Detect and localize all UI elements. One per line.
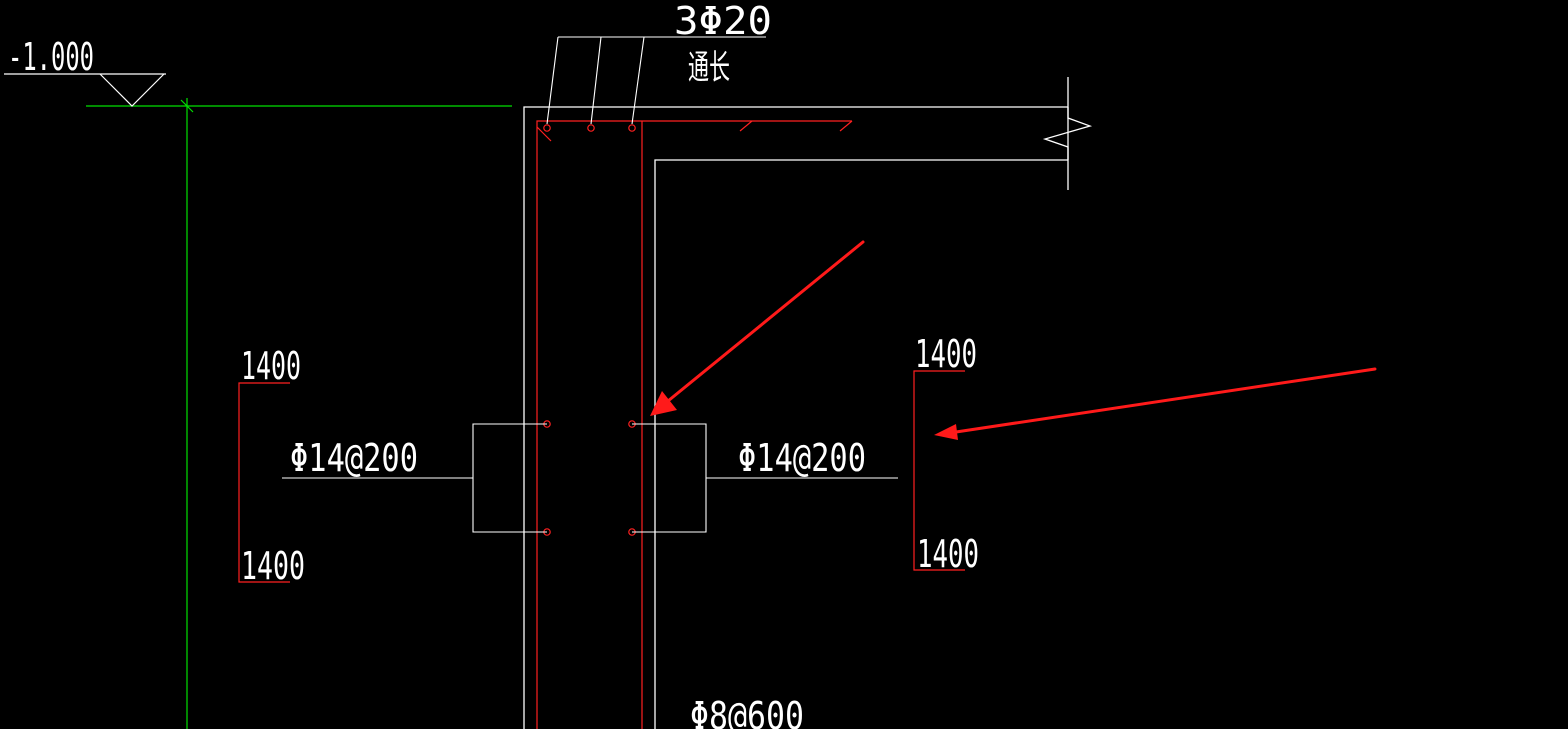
right-upper-extent: 1400 (915, 332, 977, 376)
left-leader (282, 423, 547, 533)
arrow-shaft (666, 240, 865, 403)
stirrup-label: Φ8@600 (690, 694, 804, 729)
top-rebar-note: 通长 (688, 48, 730, 88)
left-bracket-line (238, 382, 290, 583)
right-rebar-label: Φ14@200 (738, 436, 866, 480)
left-rebar-label: Φ14@200 (290, 436, 418, 480)
right-lower-extent: 1400 (917, 532, 979, 576)
wall-outline (523, 77, 1069, 729)
right-leader (632, 423, 898, 533)
ground-line (86, 98, 512, 729)
top-rebar-label: 3Φ20 (674, 0, 772, 43)
level-marker: -1.000 (4, 35, 166, 107)
annotation-arrow-left (650, 240, 865, 416)
arrow-head-icon (650, 391, 677, 416)
left-upper-extent: 1400 (241, 344, 301, 388)
right-rebar-callout: Φ14@200 (632, 423, 898, 533)
right-extent-bracket: 1400 1400 (913, 332, 979, 576)
annotation-arrow-right (934, 367, 1377, 440)
top-rebar-callout: 3Φ20 通长 (546, 0, 772, 125)
left-lower-extent: 1400 (241, 544, 305, 588)
arrow-head-icon (934, 424, 958, 440)
break-line-icon (1042, 107, 1093, 160)
rebar-lines (536, 120, 853, 729)
arrow-shaft (954, 367, 1377, 434)
left-rebar-callout: Φ14@200 (282, 423, 547, 533)
level-triangle-icon (4, 73, 166, 107)
left-extent-bracket: 1400 1400 (238, 344, 305, 588)
right-bracket-line (913, 370, 965, 571)
level-label: -1.000 (8, 35, 94, 79)
rebar-dots (543, 124, 636, 536)
top-leader-lines (546, 36, 766, 125)
